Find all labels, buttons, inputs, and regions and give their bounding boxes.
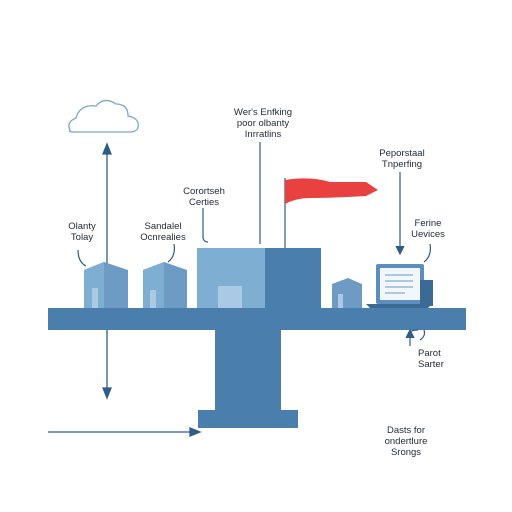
building-mid-left bbox=[143, 262, 187, 308]
platform-deck bbox=[48, 308, 466, 330]
building-main bbox=[197, 248, 321, 308]
building-left bbox=[84, 262, 128, 308]
label-left: Olanty Tolay bbox=[68, 221, 96, 243]
flag-icon bbox=[284, 178, 378, 248]
platform-pillar bbox=[215, 330, 281, 412]
label-mid-left: Sandalel Ocnrealies bbox=[140, 221, 186, 243]
label-top-center: Wer's Enfking poor olbanty Inrratlins bbox=[233, 107, 293, 140]
cloud-icon bbox=[68, 99, 139, 133]
platform-base bbox=[198, 410, 298, 428]
label-right-top: Peporstaal Tnperfing bbox=[379, 148, 425, 170]
label-corporate: Corortseh Certies bbox=[183, 186, 225, 208]
laptop-icon bbox=[366, 264, 433, 308]
label-bottom-right: Dasts for ondertlure Srongs bbox=[384, 425, 428, 458]
bottom-horizontal-arrow bbox=[48, 427, 202, 437]
label-right-mid: Ferine Uevices bbox=[411, 218, 445, 240]
connector-lines bbox=[77, 142, 431, 346]
label-right-lower: Parot Sarter bbox=[418, 348, 444, 370]
building-small-right bbox=[332, 278, 362, 308]
